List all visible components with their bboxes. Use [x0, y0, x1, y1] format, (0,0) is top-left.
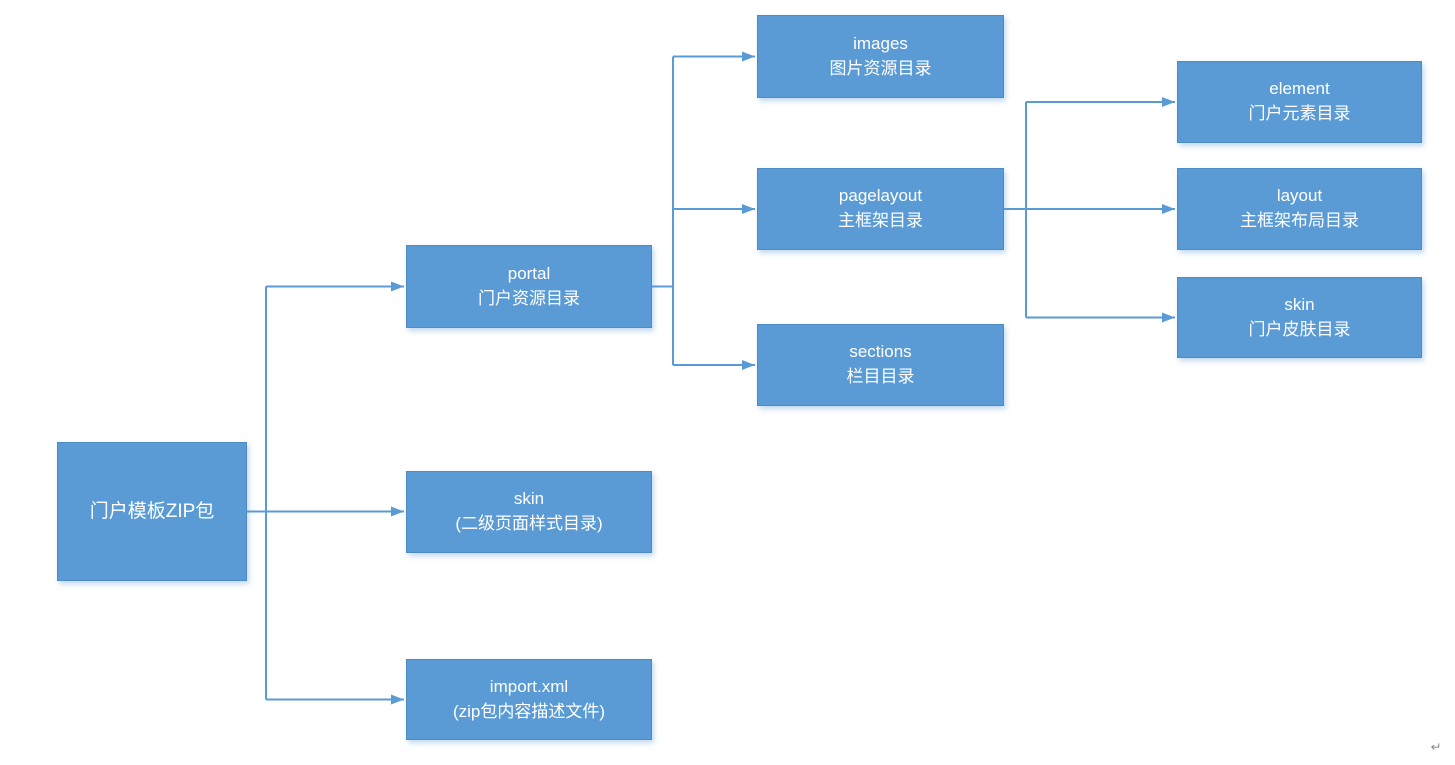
node-subtitle: (二级页面样式目录): [455, 514, 603, 533]
node-title: layout: [1276, 186, 1323, 206]
node-skin-secondary: skin (二级页面样式目录): [406, 471, 652, 553]
node-sections: sections 栏目目录: [757, 324, 1004, 406]
node-title: import.xml: [489, 676, 569, 696]
node-import-xml: import.xml (zip包内容描述文件): [406, 659, 652, 740]
connector-group-root: [247, 281, 404, 705]
node-portal: portal 门户资源目录: [406, 245, 652, 328]
node-skin-portal: skin 门户皮肤目录: [1177, 277, 1422, 358]
node-element: element 门户元素目录: [1177, 61, 1422, 143]
node-layout: layout 主框架布局目录: [1177, 168, 1422, 250]
node-title: pagelayout: [838, 186, 923, 206]
node-title: images: [853, 33, 908, 53]
node-subtitle: 主框架目录: [838, 211, 923, 230]
node-subtitle: 门户元素目录: [1248, 104, 1351, 123]
connector-group-pagelayout: [1004, 97, 1175, 323]
node-subtitle: 图片资源目录: [829, 58, 932, 78]
node-subtitle: 主框架布局目录: [1240, 211, 1359, 230]
node-pagelayout: pagelayout 主框架目录: [757, 168, 1004, 250]
node-subtitle: (zip包内容描述文件): [452, 701, 606, 721]
node-subtitle: 门户资源目录: [478, 288, 580, 308]
connector-group-portal: [652, 51, 755, 370]
node-subtitle: 栏目目录: [846, 367, 915, 386]
paragraph-return-mark: ↵: [1430, 740, 1442, 754]
node-portal-template-zip: 门户模板ZIP包: [57, 442, 247, 581]
node-title: sections: [849, 342, 912, 362]
node-title: skin: [1284, 294, 1315, 314]
node-title: skin: [513, 489, 545, 509]
node-subtitle: 门户皮肤目录: [1248, 319, 1351, 339]
node-images: images 图片资源目录: [757, 15, 1004, 98]
node-title: portal: [507, 263, 551, 283]
node-title: element: [1269, 79, 1330, 99]
node-title: 门户模板ZIP包: [89, 500, 215, 522]
